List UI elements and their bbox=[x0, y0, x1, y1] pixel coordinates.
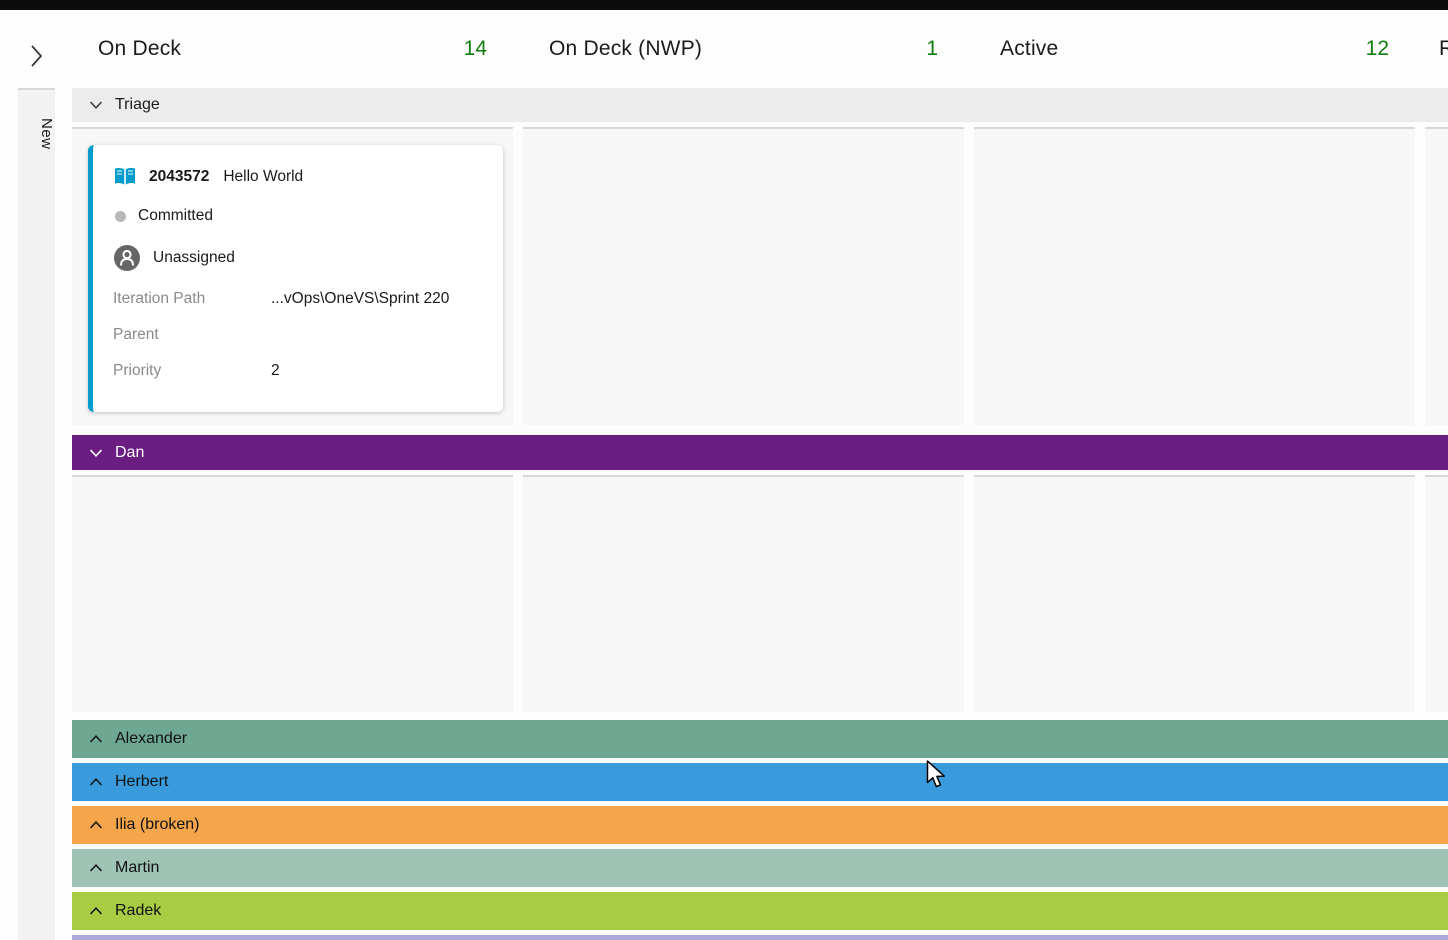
chevron-up-icon bbox=[88, 731, 104, 747]
swimlane-label: Herbert bbox=[115, 773, 169, 790]
field-value: 2 bbox=[271, 362, 280, 379]
swimlane-header-radek[interactable]: Radek bbox=[72, 892, 1448, 930]
field-label: Priority bbox=[113, 362, 162, 379]
swimlane-label: Triage bbox=[115, 96, 160, 113]
column-panel-partial[interactable] bbox=[1425, 475, 1448, 712]
chevron-up-icon bbox=[88, 903, 104, 919]
column-title: On Deck (NWP) bbox=[549, 37, 703, 60]
chevron-down-icon bbox=[88, 97, 104, 113]
window-top-bar bbox=[0, 0, 1448, 10]
column-title: Active bbox=[1000, 37, 1059, 60]
column-count: 1 bbox=[926, 37, 938, 60]
expand-column-chevron-right-icon[interactable] bbox=[26, 42, 48, 70]
column-count: 12 bbox=[1365, 37, 1389, 60]
swimlane-header-alexander[interactable]: Alexander bbox=[72, 720, 1448, 758]
column-title: R bbox=[1439, 37, 1448, 60]
column-header-partial[interactable]: R bbox=[1425, 37, 1448, 61]
column-title: On Deck bbox=[98, 37, 182, 60]
chevron-up-icon bbox=[88, 774, 104, 790]
column-panel-on-deck[interactable] bbox=[72, 475, 513, 712]
swimlane-header-ilia-broken[interactable]: Ilia (broken) bbox=[72, 806, 1448, 844]
swimlane-header-martin[interactable]: Martin bbox=[72, 849, 1448, 887]
swimlane-label: Dan bbox=[115, 443, 145, 461]
column-header-on-deck[interactable]: On Deck 14 bbox=[72, 37, 513, 61]
unassigned-avatar-icon bbox=[113, 244, 141, 272]
swimlane-label: Martin bbox=[115, 859, 160, 876]
swimlane-header-dan[interactable]: Dan bbox=[72, 435, 1448, 470]
column-panel-active[interactable] bbox=[974, 475, 1415, 712]
card-state-row: Committed bbox=[113, 206, 483, 226]
work-item-state: Committed bbox=[138, 207, 213, 224]
card-assignee-row[interactable]: Unassigned bbox=[113, 244, 483, 272]
work-item-card[interactable]: 2043572 Hello World Committed Unassigned… bbox=[88, 145, 503, 412]
card-title-row: 2043572 Hello World bbox=[113, 166, 483, 188]
swimlane-header-partial-bottom[interactable] bbox=[72, 935, 1448, 940]
column-panel-active[interactable] bbox=[974, 127, 1415, 425]
column-headers: On Deck 14 On Deck (NWP) 1 Active 12 R bbox=[72, 10, 1448, 88]
field-label: Parent bbox=[113, 326, 159, 343]
collapsed-state-rail-new[interactable]: New bbox=[18, 88, 55, 940]
column-count: 14 bbox=[463, 37, 487, 60]
card-field-parent: Parent bbox=[113, 326, 483, 344]
column-header-active[interactable]: Active 12 bbox=[974, 37, 1415, 61]
chevron-up-icon bbox=[88, 860, 104, 876]
column-panel-on-deck-nwp[interactable] bbox=[523, 127, 964, 425]
swimlane-header-herbert[interactable]: Herbert bbox=[72, 763, 1448, 801]
chevron-up-icon bbox=[88, 817, 104, 833]
swimlane-label: Ilia (broken) bbox=[115, 816, 200, 833]
column-panel-on-deck-nwp[interactable] bbox=[523, 475, 964, 712]
work-item-title[interactable]: Hello World bbox=[223, 168, 304, 185]
column-panel-partial[interactable] bbox=[1425, 127, 1448, 425]
chevron-down-icon bbox=[88, 445, 104, 461]
state-dot-icon bbox=[115, 210, 126, 222]
card-field-priority: Priority 2 bbox=[113, 362, 483, 380]
rail-label: New bbox=[38, 118, 55, 150]
card-field-iteration-path: Iteration Path ...vOps\OneVS\Sprint 220 bbox=[113, 290, 483, 308]
field-value: ...vOps\OneVS\Sprint 220 bbox=[271, 290, 450, 307]
swimlane-label: Alexander bbox=[115, 730, 188, 747]
work-item-id[interactable]: 2043572 bbox=[149, 168, 210, 185]
dan-lane-panels bbox=[72, 475, 1448, 712]
swimlane-header-triage[interactable]: Triage bbox=[72, 88, 1448, 122]
field-label: Iteration Path bbox=[113, 290, 206, 307]
user-story-book-icon bbox=[113, 166, 137, 188]
swimlane-label: Radek bbox=[115, 902, 162, 919]
work-item-assignee: Unassigned bbox=[153, 249, 235, 266]
column-header-on-deck-nwp[interactable]: On Deck (NWP) 1 bbox=[523, 37, 964, 61]
